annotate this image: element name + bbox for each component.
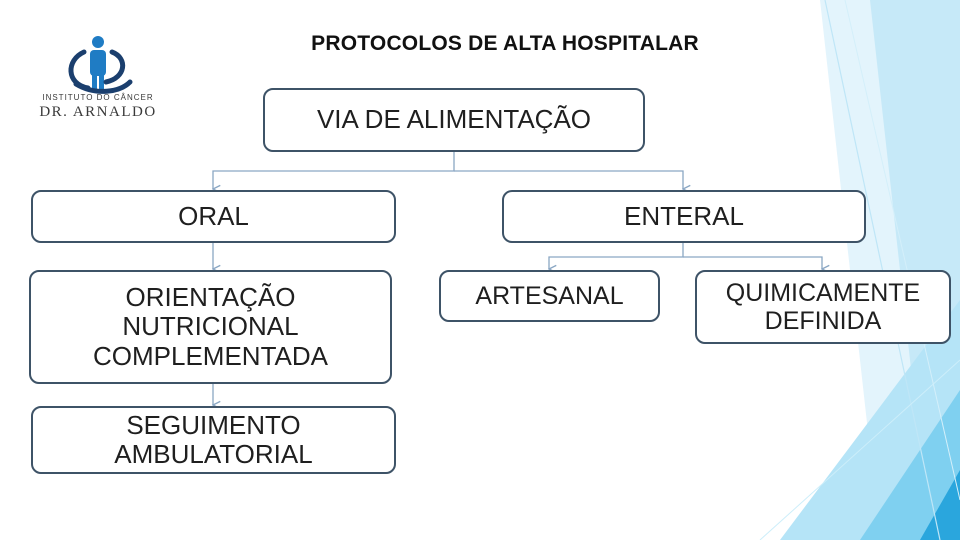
node-oral-label: ORAL — [178, 200, 249, 231]
logo-figure-icon — [90, 36, 106, 92]
logo-line2: DR. ARNALDO — [39, 104, 156, 120]
logo-line1: INSTITUTO DO CÂNCER — [42, 93, 153, 102]
node-quimicamente-definida-label: QUIMICAMENTE DEFINIDA — [725, 278, 921, 335]
node-via-de-alimentacao: VIA DE ALIMENTAÇÃO — [263, 88, 645, 152]
node-seguimento-ambulatorial-label: SEGUIMENTO AMBULATORIAL — [114, 409, 313, 469]
node-enteral-label: ENTERAL — [624, 200, 744, 231]
node-orientacao-nutricional: ORIENTAÇÃO NUTRICIONAL COMPLEMENTADA — [29, 270, 392, 384]
node-quimicamente-definida: QUIMICAMENTE DEFINIDA — [695, 270, 951, 344]
node-orientacao-nutricional-label: ORIENTAÇÃO NUTRICIONAL COMPLEMENTADA — [93, 281, 328, 371]
node-enteral: ENTERAL — [502, 190, 866, 243]
node-artesanal: ARTESANAL — [439, 270, 660, 322]
institute-logo: INSTITUTO DO CÂNCER DR. ARNALDO — [39, 36, 156, 120]
logo-swoosh-icon — [68, 49, 133, 94]
node-oral: ORAL — [31, 190, 396, 243]
node-seguimento-ambulatorial: SEGUIMENTO AMBULATORIAL — [31, 406, 396, 474]
node-via-de-alimentacao-label: VIA DE ALIMENTAÇÃO — [316, 104, 592, 135]
page-title: PROTOCOLOS DE ALTA HOSPITALAR — [311, 32, 699, 55]
node-artesanal-label: ARTESANAL — [475, 281, 624, 310]
